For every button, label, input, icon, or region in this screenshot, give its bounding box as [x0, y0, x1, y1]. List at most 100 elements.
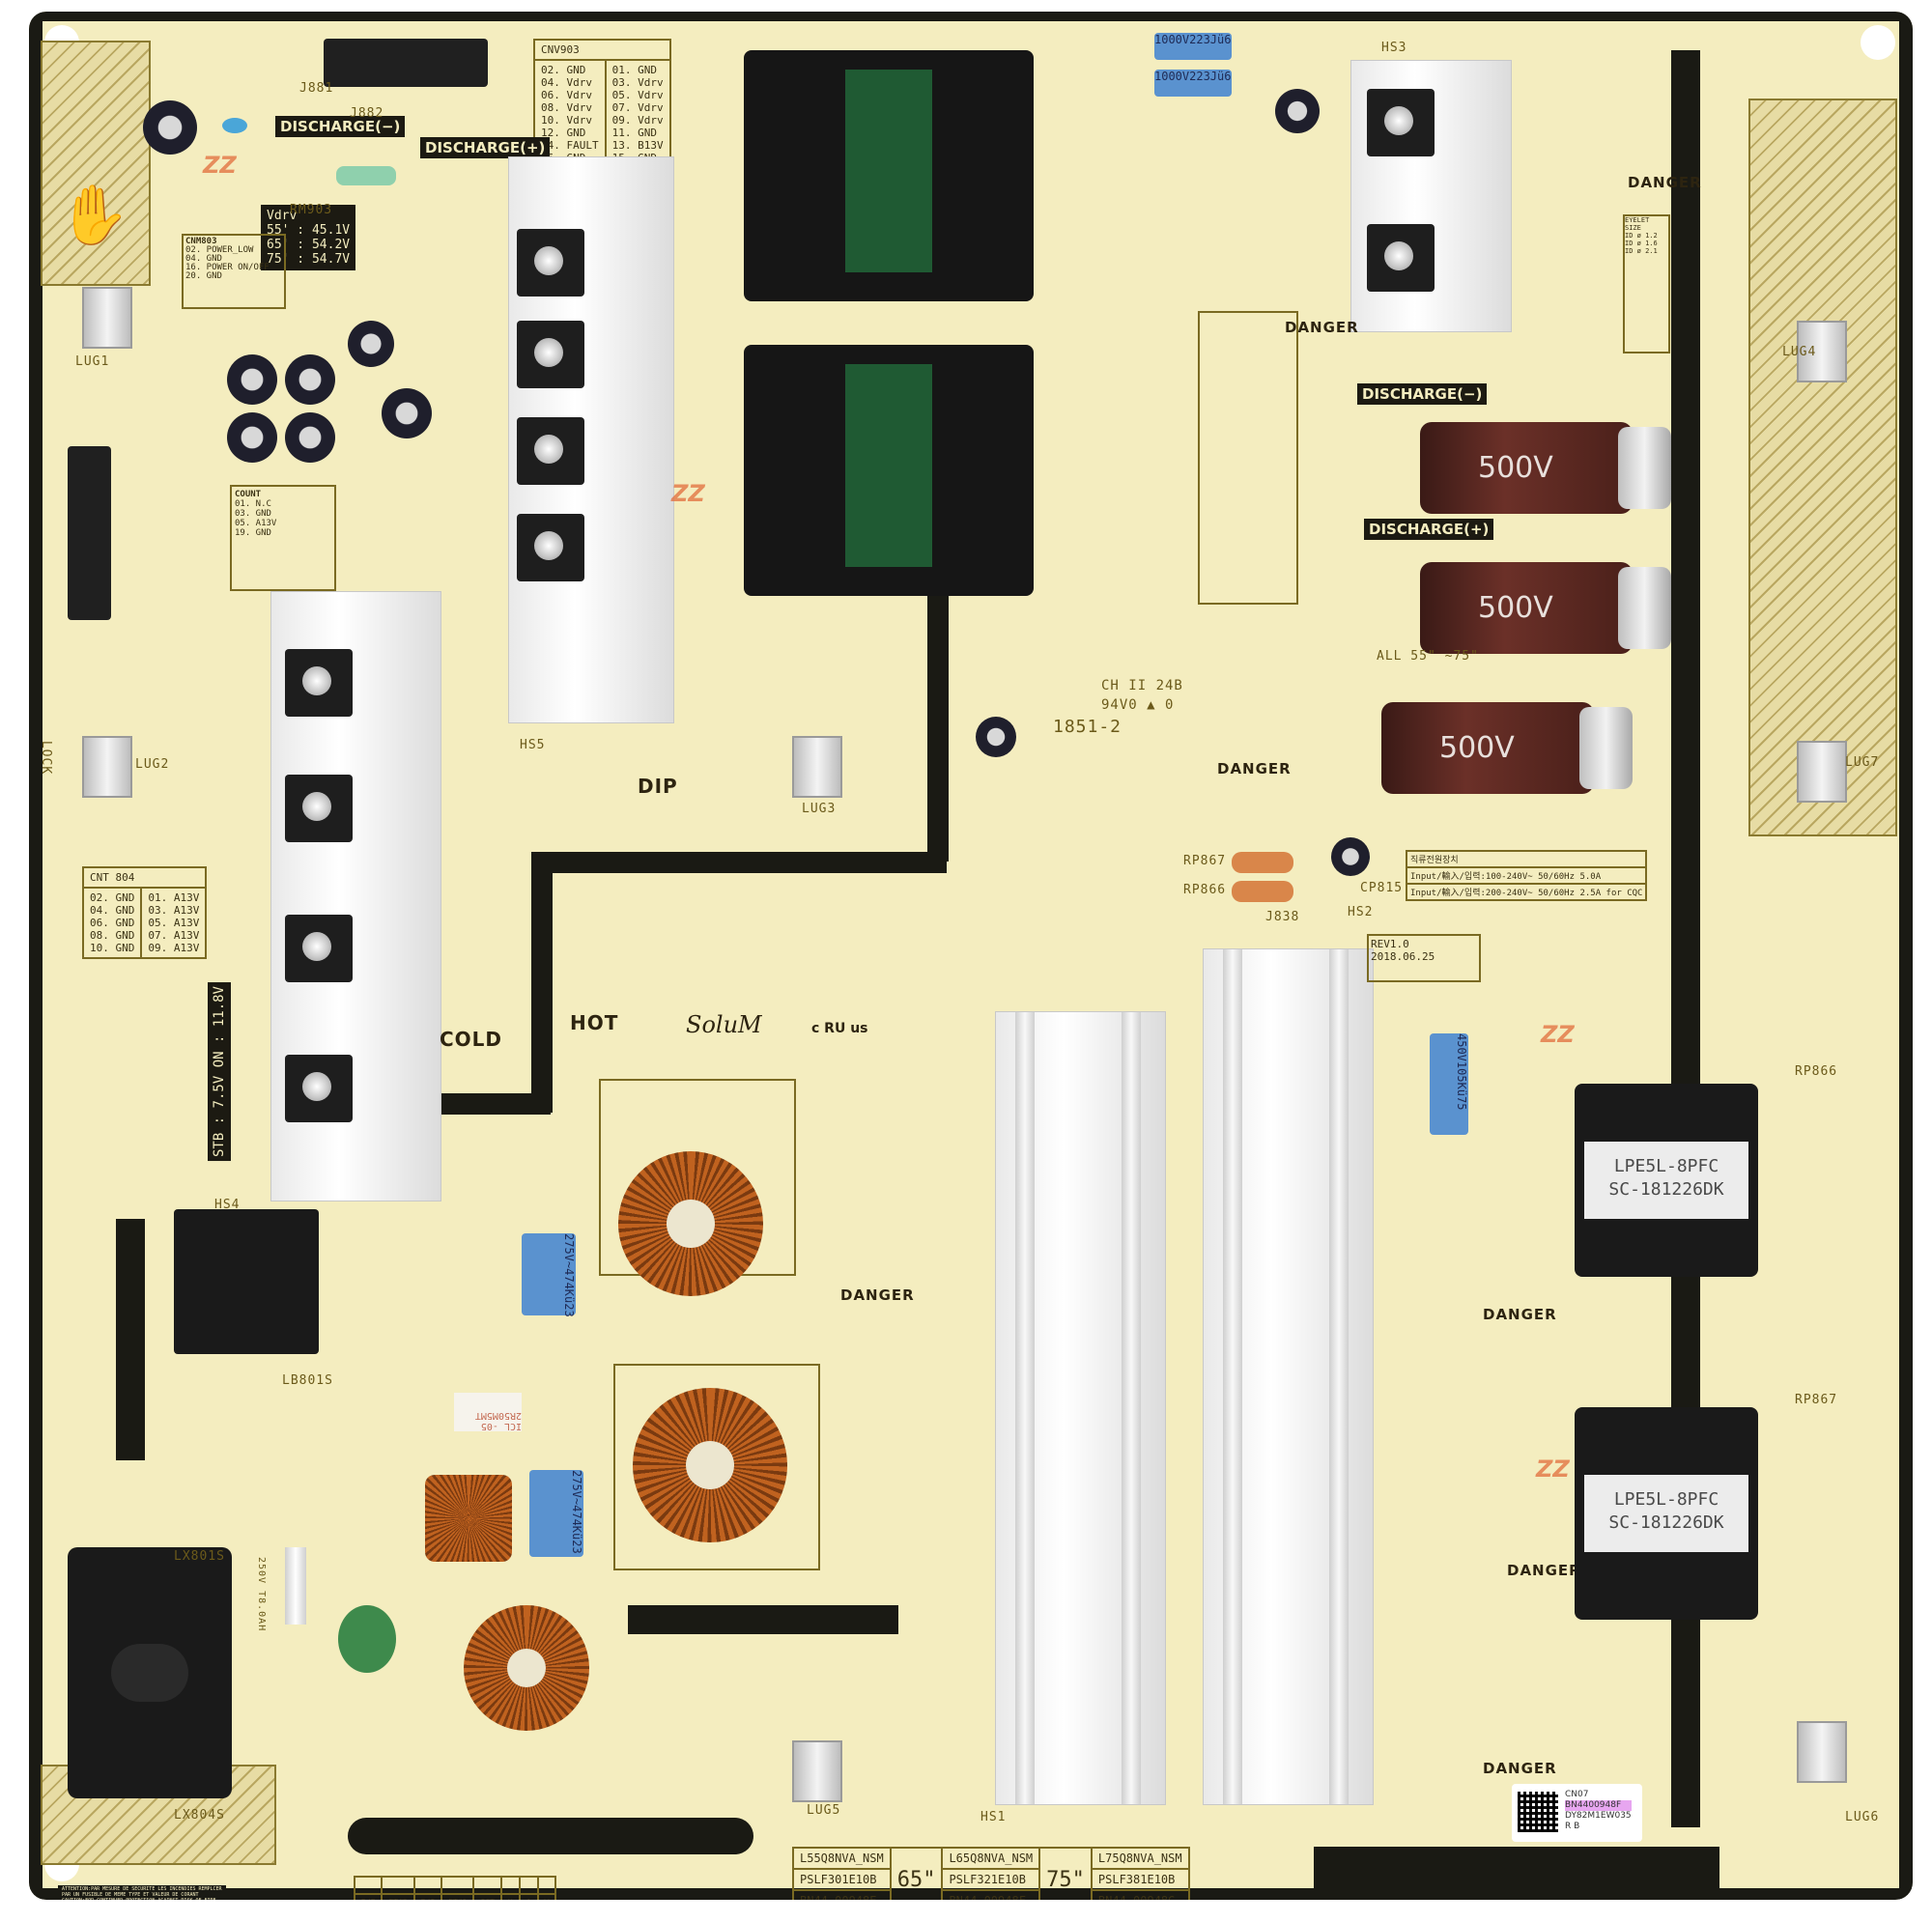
lug5	[792, 1740, 842, 1802]
resistor-rp866	[1232, 881, 1293, 902]
rp866-label: RP866	[1183, 883, 1227, 897]
orange-mark-3: ZZ	[1541, 1021, 1575, 1048]
hand-symbol-icon: ✋	[58, 182, 130, 249]
lug5-label: LUG5	[807, 1803, 841, 1818]
cap-cm865	[285, 354, 335, 405]
tp801cs-label: RP867	[1795, 1393, 1838, 1407]
ntc-nt811s: ICL -05 2R50M5MT	[454, 1393, 522, 1431]
isolation-band-right	[1314, 1847, 1719, 1890]
hs5-label: HS5	[520, 738, 546, 752]
pfc-inductor-tp802cs: LPE5L-8PFC SC-181226DK	[1575, 1084, 1758, 1277]
bulk-cap-cp811s: 500V	[1381, 702, 1594, 794]
transistor-qm802cs	[1367, 89, 1435, 156]
resistor-rp867	[1232, 852, 1293, 873]
isolation-slot-left	[531, 871, 553, 1113]
transistor-qm801cs	[1367, 224, 1435, 292]
pfc-inductor-tp801cs: LPE5L-8PFC SC-181226DK	[1575, 1407, 1758, 1620]
film-cap-cm812cs: 1000V223Jü6	[1154, 33, 1232, 60]
lug6-label: LUG6	[1845, 1810, 1880, 1824]
lug3-label: LUG3	[802, 802, 837, 816]
lug7-label: LUG7	[1845, 755, 1880, 770]
lug3	[792, 736, 842, 798]
cap-cm867	[285, 412, 335, 463]
j881-label: J881	[299, 81, 334, 96]
eyelet-size-table: EYELET SIZE ID ø 1.2 ID ø 1.6 ID ø 2.1	[1623, 214, 1670, 353]
danger-label-7: DANGER	[1483, 1760, 1557, 1777]
left-edge-trace	[29, 12, 43, 1900]
br1-label: LX801S	[174, 1549, 225, 1564]
lug1	[82, 287, 132, 349]
llc-transformer-bottom	[744, 345, 1034, 596]
ac-inlet-connector	[68, 1547, 232, 1798]
inspection-table: R/F FT#2 B/I FT#1 ICT H A W	[353, 1876, 557, 1900]
ul-cert-mark: c RU us	[811, 1021, 868, 1036]
fuse-warning-text: ATTENTION:PAR MESURE DE SECURITE LES INC…	[58, 1885, 226, 1900]
toroid-lb801s	[464, 1605, 589, 1731]
varistor-vx801s	[338, 1605, 396, 1673]
film-cap-cp801s: 450V105Kü75	[1430, 1033, 1468, 1135]
relay-rl801s	[174, 1209, 319, 1354]
llc-transformer-top	[744, 50, 1034, 301]
isolation-band-bottom	[348, 1818, 753, 1854]
lug2	[82, 736, 132, 798]
lug6	[1797, 1721, 1847, 1783]
hs1-label: HS1	[980, 1810, 1007, 1824]
film-cap-cm811cs: 1000V223Jü6	[1154, 70, 1232, 97]
date-code: 1851-2	[1053, 717, 1122, 737]
heatsink-hs2	[1203, 948, 1374, 1805]
stb-voltage-label: STB : 7.5V ON : 11.8V	[208, 982, 231, 1162]
danger-label-4: DANGER	[840, 1286, 915, 1304]
transistor-dm863c	[517, 229, 584, 297]
hv-trace-mid	[628, 1605, 898, 1634]
mounting-hole-tr	[1861, 25, 1895, 60]
fuse-fp801s	[285, 1547, 306, 1625]
hs4-label: HS4	[214, 1198, 241, 1212]
lug1-label: LUG1	[75, 354, 110, 369]
isolation-slot-diagonal	[531, 852, 947, 873]
output-rating-table	[1198, 311, 1298, 605]
discharge-plus-label: DISCHARGE(+)	[420, 137, 551, 158]
cold-label: COLD	[440, 1028, 503, 1051]
toroid-lx802s	[618, 1151, 763, 1296]
rp867-label: RP867	[1183, 854, 1227, 868]
qr-code-sticker: CN07 BN4400948F DY82M1EW035 R B	[1512, 1784, 1642, 1842]
revision-box: REV1.0 2018.06.25	[1367, 934, 1481, 982]
hot-label: HOT	[570, 1011, 619, 1034]
transistor-dm862c	[517, 417, 584, 485]
input-rating-table: 직류전원장치 Input/輸入/입력:100-240V~ 50/60Hz 5.0…	[1406, 850, 1648, 901]
keepout-zone-topleft	[41, 41, 151, 286]
orange-mark-2: ZZ	[671, 480, 705, 507]
transistor-dm851c	[285, 1055, 353, 1122]
hs2-label: HS2	[1348, 905, 1374, 919]
cp816-label: CP815	[1360, 881, 1404, 895]
cap-cm813	[1275, 89, 1320, 133]
bulk-cap-cp812s: 500V	[1420, 422, 1633, 514]
danger-label-1: DANGER	[1628, 174, 1702, 191]
danger-label-3: DANGER	[1217, 760, 1292, 777]
top-edge-trace	[29, 12, 1913, 21]
tp802cs-label: RP866	[1795, 1064, 1838, 1079]
discharge-plus-label-right: DISCHARGE(+)	[1364, 519, 1494, 540]
common-mode-choke-lx804s	[425, 1475, 512, 1562]
lug2-label: LUG2	[135, 757, 170, 772]
dip-label: DIP	[638, 775, 678, 798]
danger-label-2: DANGER	[1285, 319, 1359, 336]
ceramic-cap-cq9006	[222, 118, 247, 133]
transistor-dm852c	[285, 915, 353, 982]
lug7	[1797, 741, 1847, 803]
heatsink-hs1	[995, 1011, 1166, 1805]
isolation-slot-center	[927, 591, 949, 862]
isolation-slot-lower	[406, 1093, 551, 1115]
danger-label-6: DANGER	[1507, 1562, 1581, 1579]
cap-cm859	[227, 354, 277, 405]
model-variant-table: L55Q8NVA_NSM 65" L65Q8NVA_NSM 75" L75Q8N…	[792, 1847, 1190, 1900]
cap-cm868	[348, 321, 394, 367]
cnm803-pin-table: CNM803 02. POWER_LOW 04. GND 16. POWER O…	[182, 234, 286, 309]
connector-cnm803-body	[68, 446, 111, 620]
bulk-caps-note: ALL 55" ~75"	[1377, 649, 1479, 664]
cap-cp815	[976, 717, 1016, 757]
right-edge-trace	[1899, 12, 1913, 1900]
transistor-dm854c	[285, 649, 353, 717]
lug4-label: LUG4	[1782, 345, 1817, 359]
film-cap-cx801s: 275V~474Kü23	[529, 1470, 583, 1557]
